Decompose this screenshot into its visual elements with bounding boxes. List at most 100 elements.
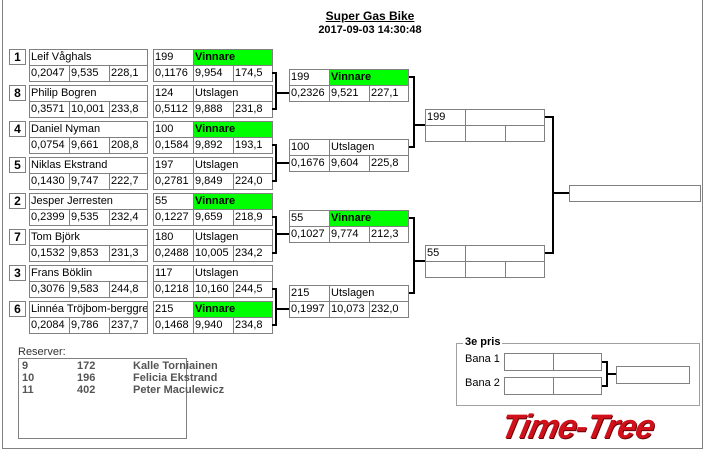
heat-status: Utslagen bbox=[329, 139, 409, 156]
heat-status: Utslagen bbox=[193, 229, 273, 246]
seed-number: 4 bbox=[9, 121, 26, 137]
bracket-connector bbox=[409, 292, 414, 294]
rider-number[interactable]: 117 bbox=[153, 265, 194, 282]
qual-et: 9,535 bbox=[69, 65, 110, 82]
rider-number[interactable]: 215 bbox=[289, 285, 330, 302]
lane-2-cell-b[interactable] bbox=[553, 377, 602, 395]
rider-number[interactable]: 100 bbox=[153, 121, 194, 138]
speed: 232,0 bbox=[369, 301, 409, 318]
reserve-name: Felicia Ekstrand bbox=[133, 372, 218, 384]
speed: 218,9 bbox=[233, 209, 273, 226]
speed: 193,1 bbox=[233, 137, 273, 154]
heat-status: Utslagen bbox=[193, 265, 273, 282]
heat-status: Vinnare bbox=[329, 210, 409, 227]
heat-status: Utslagen bbox=[193, 85, 273, 102]
speed: 227,1 bbox=[369, 85, 409, 102]
rider-name[interactable]: Linnéa Tröjbom-berggren bbox=[29, 301, 148, 318]
connector bbox=[602, 385, 607, 387]
bracket-connector bbox=[409, 217, 414, 219]
reaction-time bbox=[425, 261, 466, 278]
reserve-name: Kalle Torniainen bbox=[133, 360, 218, 372]
rider-number[interactable]: 199 bbox=[289, 69, 330, 86]
qual-reaction: 0,1532 bbox=[29, 245, 70, 262]
et-time bbox=[465, 125, 506, 142]
lane-2-cell-a[interactable] bbox=[504, 377, 554, 395]
qual-speed: 233,8 bbox=[109, 101, 148, 118]
bracket-connector bbox=[272, 72, 277, 74]
qual-reaction: 0,2399 bbox=[29, 209, 70, 226]
reserve-name: Peter Maculewicz bbox=[133, 384, 225, 396]
lane-1-cell-b[interactable] bbox=[553, 353, 602, 371]
reaction-time: 0,2488 bbox=[153, 245, 194, 262]
reserve-pos: 10 bbox=[22, 372, 35, 384]
reaction-time bbox=[425, 125, 466, 142]
qual-et: 9,786 bbox=[69, 317, 110, 334]
heat-status: Utslagen bbox=[193, 157, 273, 174]
et-time: 9,849 bbox=[193, 173, 234, 190]
reaction-time: 0,1027 bbox=[289, 226, 330, 243]
speed: 244,5 bbox=[233, 281, 273, 298]
rider-number[interactable]: 100 bbox=[289, 139, 330, 156]
speed: 231,8 bbox=[233, 101, 273, 118]
reserve-pos: 11 bbox=[22, 384, 34, 396]
rider-number[interactable]: 215 bbox=[153, 301, 194, 318]
rider-name[interactable]: Leif Våghals bbox=[29, 49, 148, 66]
lane-1-cell-a[interactable] bbox=[504, 353, 554, 371]
qual-et: 10,001 bbox=[69, 101, 110, 118]
bracket-connector bbox=[413, 76, 415, 148]
qual-et: 9,853 bbox=[69, 245, 110, 262]
reserve-pos: 9 bbox=[22, 360, 29, 372]
rider-name[interactable]: Jesper Jerresten bbox=[29, 193, 148, 210]
final-winner[interactable] bbox=[569, 185, 701, 202]
rider-number[interactable]: 55 bbox=[289, 210, 330, 227]
lane-2-label: Bana 2 bbox=[465, 377, 500, 389]
rider-number[interactable]: 55 bbox=[425, 245, 466, 262]
heat-status: Utslagen bbox=[329, 285, 409, 302]
rider-name[interactable]: Tom Björk bbox=[29, 229, 148, 246]
bracket-connector bbox=[277, 162, 289, 164]
rider-number[interactable]: 55 bbox=[153, 193, 194, 210]
qual-reaction: 0,0754 bbox=[29, 137, 70, 154]
qual-et: 9,535 bbox=[69, 209, 110, 226]
reaction-time: 0,1997 bbox=[289, 301, 330, 318]
bracket-connector bbox=[272, 288, 277, 290]
third-place-winner[interactable] bbox=[616, 366, 690, 384]
rider-number[interactable]: 124 bbox=[153, 85, 194, 102]
reserves-label: Reserver: bbox=[18, 346, 66, 358]
third-place-label: 3e pris bbox=[463, 336, 503, 348]
bracket-connector bbox=[552, 116, 554, 254]
bracket-connector bbox=[272, 108, 277, 110]
qual-speed: 232,4 bbox=[109, 209, 148, 226]
et-time: 9,774 bbox=[329, 226, 370, 243]
rider-name[interactable]: Philip Bogren bbox=[29, 85, 148, 102]
rider-name[interactable]: Frans Böklin bbox=[29, 265, 148, 282]
rider-number[interactable]: 199 bbox=[425, 109, 466, 126]
rider-name[interactable]: Niklas Ekstrand bbox=[29, 157, 148, 174]
bracket-connector bbox=[275, 72, 277, 110]
speed: 234,8 bbox=[233, 317, 273, 334]
heat-status bbox=[465, 245, 545, 262]
qual-et: 9,747 bbox=[69, 173, 110, 190]
qual-et: 9,583 bbox=[69, 281, 110, 298]
bracket-connector bbox=[275, 216, 277, 254]
bracket-connector bbox=[409, 76, 414, 78]
reaction-time: 0,2781 bbox=[153, 173, 194, 190]
reaction-time: 0,5112 bbox=[153, 101, 194, 118]
bracket-connector bbox=[272, 144, 277, 146]
bracket-connector bbox=[272, 180, 277, 182]
speed: 224,0 bbox=[233, 173, 273, 190]
rider-number[interactable]: 180 bbox=[153, 229, 194, 246]
connector bbox=[606, 373, 616, 375]
rider-name[interactable]: Daniel Nyman bbox=[29, 121, 148, 138]
rider-number[interactable]: 199 bbox=[153, 49, 194, 66]
bracket-connector bbox=[409, 146, 414, 148]
rider-number[interactable]: 197 bbox=[153, 157, 194, 174]
qual-speed: 244,8 bbox=[109, 281, 148, 298]
qual-speed: 237,7 bbox=[109, 317, 148, 334]
heat-status: Vinnare bbox=[329, 69, 409, 86]
